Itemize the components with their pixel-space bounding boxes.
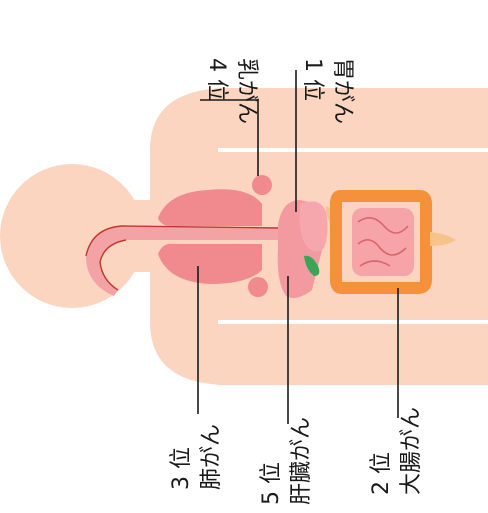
label-rank3-name: 肺がん — [199, 424, 224, 490]
lower-arm — [200, 325, 488, 385]
label-rank2-name: 大腸がん — [399, 407, 424, 495]
label-rank1-rank: 1 位 — [300, 58, 325, 101]
label-rank3-rank: 3 位 — [169, 447, 194, 490]
label-rank5: 5 位 肝臓がん — [259, 417, 314, 505]
breast-upper — [252, 175, 272, 195]
breast-lower — [248, 277, 268, 297]
label-rank5-name: 肝臓がん — [289, 417, 314, 505]
label-rank4-rank: 4 位 — [204, 58, 229, 101]
label-rank1-name: 胃がん — [330, 58, 355, 124]
label-rank4-name: 乳がん — [234, 58, 259, 124]
label-rank2: 2 位 大腸がん — [369, 407, 424, 495]
label-rank3: 3 位 肺がん — [169, 424, 224, 490]
label-rank5-rank: 5 位 — [259, 462, 284, 505]
label-rank2-rank: 2 位 — [369, 452, 394, 495]
